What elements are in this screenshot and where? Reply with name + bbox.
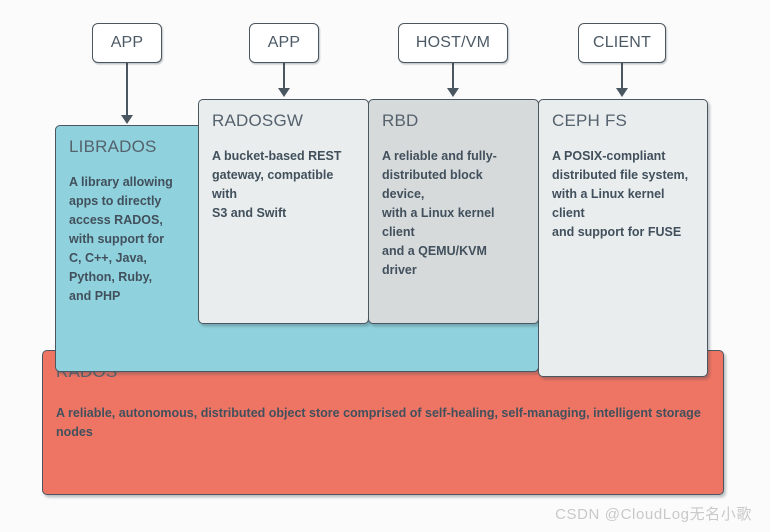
layer-description-rbd: A reliable and fully- distributed block …: [382, 148, 497, 277]
arrowhead-hostvm-to-rbd: [447, 88, 459, 97]
layer-description-librados: A library allowing apps to directly acce…: [69, 174, 173, 303]
layer-title-rbd: RBD: [382, 111, 419, 130]
actor-box-client[interactable]: CLIENT: [578, 23, 666, 63]
watermark-text: CSDN @CloudLog无名小歌: [555, 506, 752, 523]
connector-app2-to-radosgw: [283, 63, 286, 91]
layer-rbd[interactable]: RBD A reliable and fully- distributed bl…: [368, 99, 539, 324]
connector-app1-to-librados: [126, 63, 129, 119]
connector-client-to-cephfs: [621, 63, 624, 91]
arrowhead-app1-to-librados: [121, 115, 133, 124]
actor-label: CLIENT: [592, 34, 652, 51]
arrowhead-app2-to-radosgw: [278, 88, 290, 97]
actor-box-host-vm[interactable]: HOST/VM: [398, 23, 508, 63]
layer-title-librados: LIBRADOS: [69, 137, 157, 156]
layer-description-cephfs: A POSIX-compliant distributed file syste…: [552, 148, 689, 239]
layer-radosgw[interactable]: RADOSGW A bucket-based REST gateway, com…: [198, 99, 369, 324]
actor-label: HOST/VM: [415, 34, 491, 51]
arrowhead-client-to-cephfs: [616, 88, 628, 97]
layer-title-cephfs: CEPH FS: [552, 111, 628, 130]
actor-label: APP: [267, 34, 301, 51]
layer-description-radosgw: A bucket-based REST gateway, compatible …: [212, 148, 342, 220]
connector-hostvm-to-rbd: [452, 63, 455, 91]
layer-description-rados: A reliable, autonomous, distributed obje…: [56, 405, 701, 439]
layer-cephfs[interactable]: CEPH FS A POSIX-compliant distributed fi…: [538, 99, 708, 377]
actor-label: APP: [110, 34, 144, 51]
actor-box-app-1[interactable]: APP: [92, 23, 162, 63]
actor-box-app-2[interactable]: APP: [249, 23, 319, 63]
layer-title-radosgw: RADOSGW: [212, 111, 304, 130]
